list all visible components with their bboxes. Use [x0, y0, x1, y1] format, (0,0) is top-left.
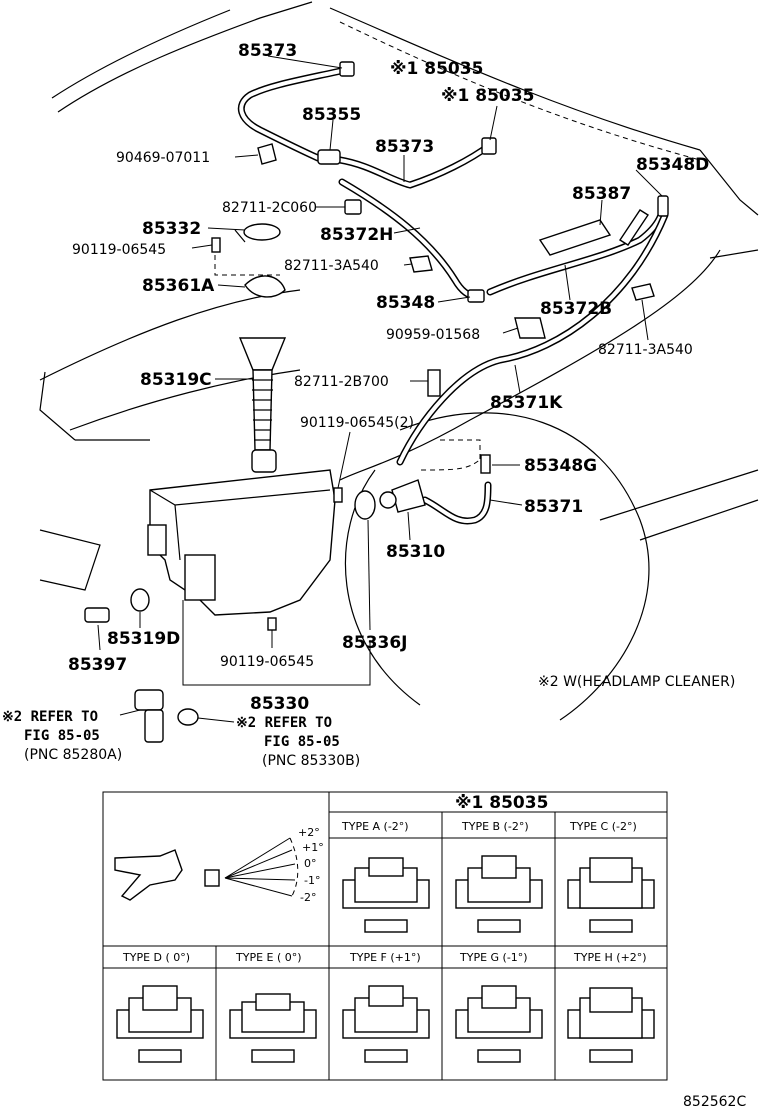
angle-minus-2: -2° — [300, 891, 316, 904]
washer-hoses — [214, 66, 669, 525]
vehicle-body-outline — [39, 1, 759, 721]
type-f-nozzle-icon — [342, 985, 430, 1063]
type-c-nozzle-icon — [567, 857, 655, 933]
nozzle-type-table: ※1 85035 +2° +1° 0° -1° -2° TYPE A (-2°)… — [102, 791, 668, 1081]
label-85348D: 85348D — [636, 155, 709, 175]
note-refer-right-3: (PNC 85330B) — [262, 753, 360, 769]
label-85371: 85371 — [524, 497, 583, 517]
label-82711-2B700: 82711-2B700 — [294, 374, 389, 390]
note-refer-left-1: ※2 REFER TO — [2, 709, 98, 725]
type-d-label: TYPE D ( 0°) — [122, 951, 190, 964]
label-82711-3A540-a: 82711-3A540 — [284, 258, 379, 274]
table-header: ※1 85035 — [455, 793, 548, 813]
label-85361A: 85361A — [142, 276, 215, 296]
type-b-label: TYPE B (-2°) — [461, 820, 529, 833]
type-e-nozzle-icon — [229, 993, 317, 1063]
label-85355: 85355 — [302, 105, 361, 125]
type-e-label: TYPE E ( 0°) — [235, 951, 302, 964]
label-85035-b: ※1 85035 — [441, 86, 534, 106]
nozzle-angle-illustration — [114, 837, 299, 901]
label-85373-mid: 85373 — [375, 137, 434, 157]
label-85319C: 85319C — [140, 370, 212, 390]
label-85035-a: ※1 85035 — [390, 59, 483, 79]
angle-0: 0° — [304, 857, 317, 870]
label-82711-2C060: 82711-2C060 — [222, 200, 317, 216]
label-90469-07011: 90469-07011 — [116, 150, 210, 166]
label-82711-3A540-b: 82711-3A540 — [598, 342, 693, 358]
type-g-label: TYPE G (-1°) — [459, 951, 528, 964]
type-c-label: TYPE C (-2°) — [569, 820, 637, 833]
label-85371K: 85371K — [490, 393, 563, 413]
note-headlamp-cleaner: ※2 W(HEADLAMP CLEANER) — [538, 674, 735, 690]
label-85332: 85332 — [142, 219, 201, 239]
angle-plus-1: +1° — [302, 841, 324, 854]
part-labels: 85373 ※1 85035 ※1 85035 85355 85373 9046… — [68, 41, 709, 714]
label-85348: 85348 — [376, 293, 435, 313]
angle-plus-2: +2° — [298, 826, 320, 839]
type-f-label: TYPE F (+1°) — [349, 951, 421, 964]
type-h-label: TYPE H (+2°) — [573, 951, 647, 964]
label-90119-06545-2: 90119-06545(2) — [300, 415, 414, 431]
note-refer-right-1: ※2 REFER TO — [236, 715, 332, 731]
label-85330: 85330 — [250, 694, 309, 714]
angle-minus-1: -1° — [304, 874, 320, 887]
note-refer-right-2: FIG 85-05 — [264, 734, 340, 750]
type-d-nozzle-icon — [116, 985, 204, 1063]
label-85397: 85397 — [68, 655, 127, 675]
leader-lines — [97, 55, 663, 723]
note-refer-left-3: (PNC 85280A) — [24, 747, 122, 763]
washer-parts — [84, 61, 669, 743]
label-85310: 85310 — [386, 542, 445, 562]
label-85348G: 85348G — [524, 456, 597, 476]
type-g-nozzle-icon — [455, 985, 543, 1063]
notes: ※2 W(HEADLAMP CLEANER) ※2 REFER TO FIG 8… — [2, 674, 735, 769]
label-85387: 85387 — [572, 184, 631, 204]
type-a-nozzle-icon — [342, 857, 430, 933]
label-90119-06545-a: 90119-06545 — [72, 242, 166, 258]
label-90119-06545-b: 90119-06545 — [220, 654, 314, 670]
type-h-nozzle-icon — [567, 987, 655, 1063]
label-85319D: 85319D — [107, 629, 180, 649]
note-refer-left-2: FIG 85-05 — [24, 728, 100, 744]
type-a-label: TYPE A (-2°) — [341, 820, 409, 833]
label-85336J: 85336J — [342, 633, 407, 653]
diagram-code: 852562C — [683, 1094, 746, 1110]
label-85372B: 85372B — [540, 299, 612, 319]
label-85373-top: 85373 — [238, 41, 297, 61]
label-90959-01568: 90959-01568 — [386, 327, 480, 343]
label-85372H: 85372H — [320, 225, 393, 245]
type-b-nozzle-icon — [455, 855, 543, 933]
